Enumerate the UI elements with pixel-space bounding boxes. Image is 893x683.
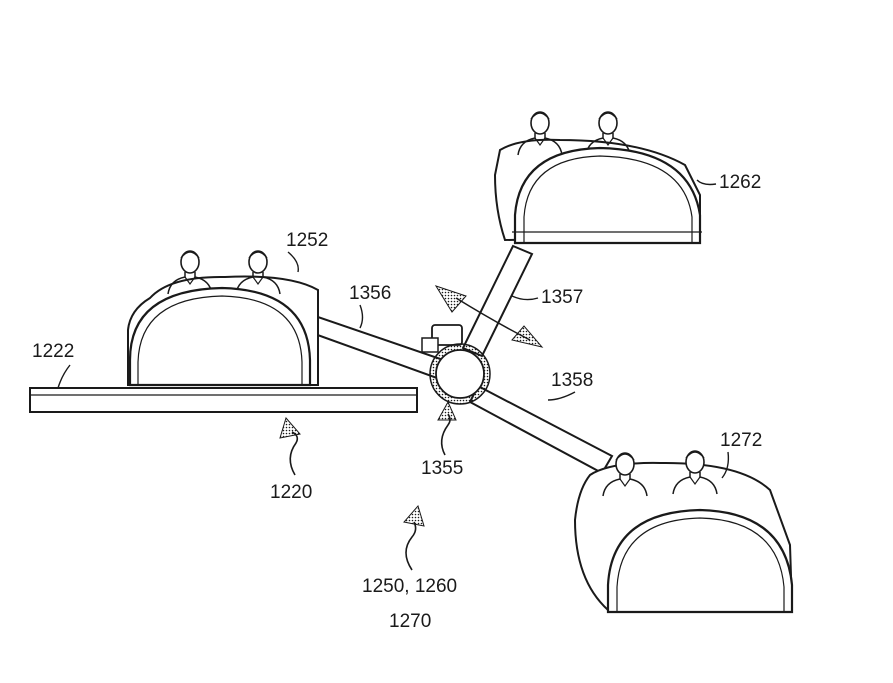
label-hub: 1355: [421, 458, 463, 479]
arrow-track: [279, 416, 301, 476]
arrow-assembly: [403, 504, 425, 571]
label-vehicle-right: 1272: [720, 430, 762, 451]
arm-right: [468, 384, 614, 475]
vehicle-right: [573, 450, 794, 614]
label-vehicle-top: 1262: [719, 172, 761, 193]
vehicle-left: [127, 250, 319, 387]
label-arm-top: 1357: [541, 287, 583, 308]
label-platform: 1222: [32, 341, 74, 362]
label-arm-left: 1356: [349, 283, 391, 304]
platform: [29, 387, 418, 413]
label-assembly-line2: 1270: [389, 611, 431, 632]
rotation-arrow: [434, 285, 544, 348]
hub: [421, 324, 491, 405]
label-assembly-line1: 1250, 1260: [362, 576, 457, 597]
arrow-hub: [437, 400, 457, 456]
vehicle-top: [493, 111, 702, 245]
label-vehicle-left: 1252: [286, 230, 328, 251]
label-track: 1220: [270, 482, 312, 503]
leader-lines: [57, 179, 730, 479]
label-arm-right: 1358: [551, 370, 593, 391]
